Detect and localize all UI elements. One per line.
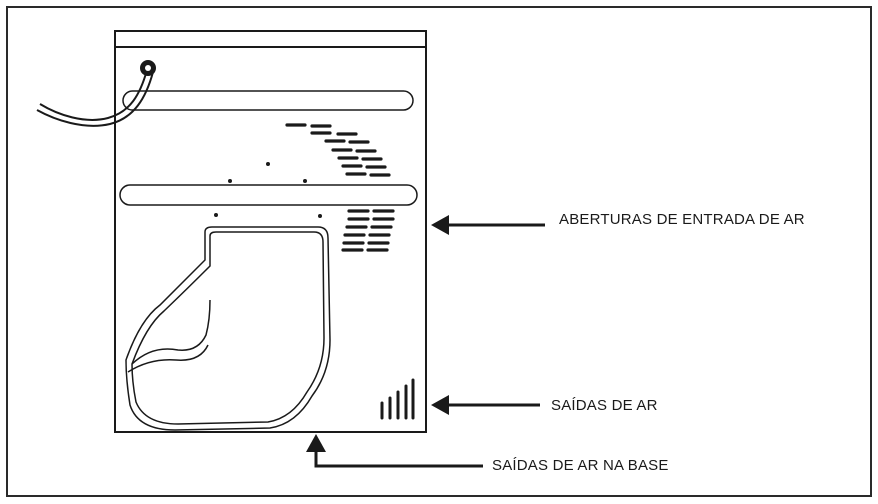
device-body (114, 46, 427, 433)
boot-shape (125, 226, 331, 431)
lower-slot (119, 184, 418, 206)
air-inlet-vents-grid (341, 209, 395, 252)
figure-frame (6, 6, 872, 497)
arrow-inlet (431, 215, 545, 235)
label-base-outlet: SAÍDAS DE AR NA BASE (492, 457, 669, 474)
label-air-inlet: ABERTURAS DE ENTRADA DE AR (559, 211, 805, 228)
top-panel (114, 30, 427, 48)
upper-slot (122, 90, 414, 111)
label-air-outlet: SAÍDAS DE AR (551, 397, 658, 414)
air-inlet-vents-diagonal (285, 123, 391, 177)
arrow-base (306, 434, 483, 468)
power-cord (36, 60, 156, 127)
air-outlet-vents (380, 378, 415, 420)
arrow-outlet (431, 395, 540, 415)
screw-dots (214, 162, 322, 218)
